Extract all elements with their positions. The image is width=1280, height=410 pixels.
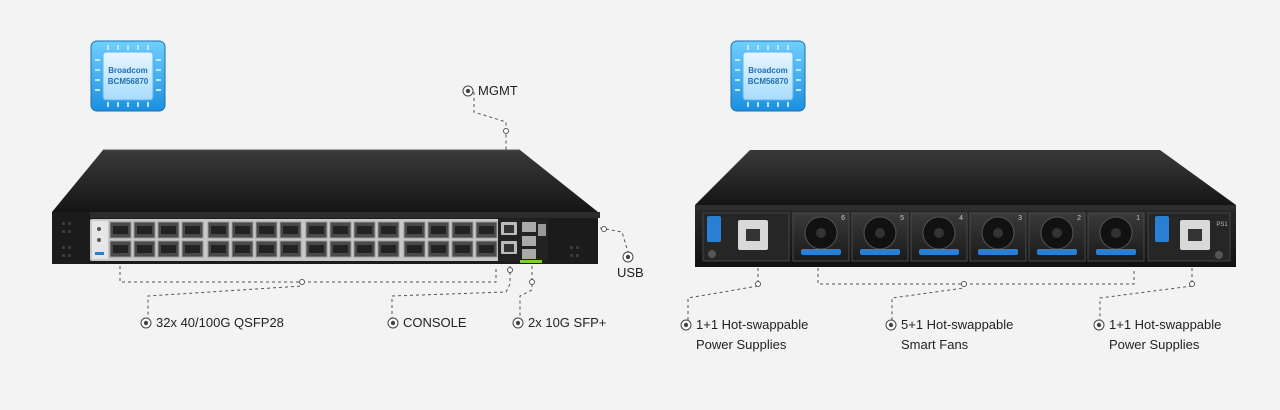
fan-number-label: 3	[1018, 215, 1022, 222]
qsfp-port-cage	[235, 226, 250, 234]
qsfp-port-cage	[113, 245, 128, 253]
psu-right-label-line1: 1+1 Hot-swappable	[1109, 317, 1222, 332]
fan-handle	[860, 249, 900, 255]
qsfp-port-cage	[259, 245, 274, 253]
qsfp-port-cage	[479, 245, 494, 253]
fans-label-line2: Smart Fans	[901, 337, 969, 352]
fan-hub	[934, 228, 944, 238]
qsfp-port-cage	[431, 245, 446, 253]
fan-hub	[1052, 228, 1062, 238]
qsfp-port-cage	[333, 245, 348, 253]
mgmt-label: MGMT	[478, 83, 518, 98]
qsfp-port-cage	[309, 226, 324, 234]
qsfp-port-cage	[357, 245, 372, 253]
qsfp-port-cage	[431, 226, 446, 234]
fan-number-label: 5	[900, 215, 904, 222]
qsfp-port-cage	[185, 245, 200, 253]
qsfp-port-cage	[455, 226, 470, 234]
qsfp-port-cage	[211, 245, 226, 253]
usb-label: USB	[617, 265, 644, 280]
chip-model-label: BCM56870	[748, 77, 789, 86]
psu-tag-label: PS1	[1216, 222, 1228, 228]
fan-number-label: 1	[1136, 215, 1140, 222]
qsfp-port-cage	[113, 226, 128, 234]
chip-icon: Broadcom BCM56870	[730, 40, 806, 112]
qsfp-port-cage	[283, 245, 298, 253]
fan-handle	[978, 249, 1018, 255]
chip-brand-label: Broadcom	[748, 66, 788, 75]
fan-hub	[875, 228, 885, 238]
fan-handle	[1037, 249, 1077, 255]
qsfp-port-cage	[137, 245, 152, 253]
sfp-label: 2x 10G SFP+	[528, 315, 607, 330]
qsfp-port-cage	[211, 226, 226, 234]
qsfp-port-cage	[283, 226, 298, 234]
fan-number-label: 6	[841, 215, 845, 222]
psu-left	[702, 212, 790, 262]
qsfp-port-cage	[235, 245, 250, 253]
psu-right: PS1	[1147, 212, 1231, 262]
chip-icon: Broadcom BCM56870	[90, 40, 166, 112]
fan-hub	[1111, 228, 1121, 238]
qsfp-port-cage	[407, 226, 422, 234]
qsfp-port-cage	[309, 245, 324, 253]
qsfp-port-cage	[161, 245, 176, 253]
qsfp-port-cage	[137, 226, 152, 234]
qsfp-port-cage	[333, 226, 348, 234]
chip-model-label: BCM56870	[108, 77, 149, 86]
psu-left-label-line2: Power Supplies	[696, 337, 787, 352]
fans-label-line1: 5+1 Hot-swappable	[901, 317, 1014, 332]
fan-hub	[993, 228, 1003, 238]
qsfp-port-cage	[455, 245, 470, 253]
fan-hub	[816, 228, 826, 238]
qsfp-label: 32x 40/100G QSFP28	[156, 315, 284, 330]
callout-markers	[140, 85, 1105, 331]
fan-handle	[919, 249, 959, 255]
qsfp-port-cage	[259, 226, 274, 234]
fan-handle	[801, 249, 841, 255]
qsfp-port-grid	[109, 221, 498, 258]
fan-handle	[1096, 249, 1136, 255]
qsfp-port-cage	[381, 226, 396, 234]
front-switch	[52, 149, 600, 264]
fan-module-group: 6 5 4 3 2 1	[792, 212, 1145, 262]
qsfp-port-cage	[357, 226, 372, 234]
qsfp-port-cage	[407, 245, 422, 253]
qsfp-port-cage	[161, 226, 176, 234]
psu-left-label-line1: 1+1 Hot-swappable	[696, 317, 809, 332]
qsfp-port-cage	[185, 226, 200, 234]
psu-right-label-line2: Power Supplies	[1109, 337, 1200, 352]
qsfp-port-cage	[479, 226, 494, 234]
fan-number-label: 4	[959, 215, 963, 222]
callout-nodes	[299, 128, 1195, 287]
chip-brand-label: Broadcom	[108, 66, 148, 75]
rear-switch: 6 5 4 3 2 1 PS1	[695, 150, 1236, 267]
fan-number-label: 2	[1077, 215, 1081, 222]
console-label: CONSOLE	[403, 315, 467, 330]
qsfp-port-cage	[381, 245, 396, 253]
